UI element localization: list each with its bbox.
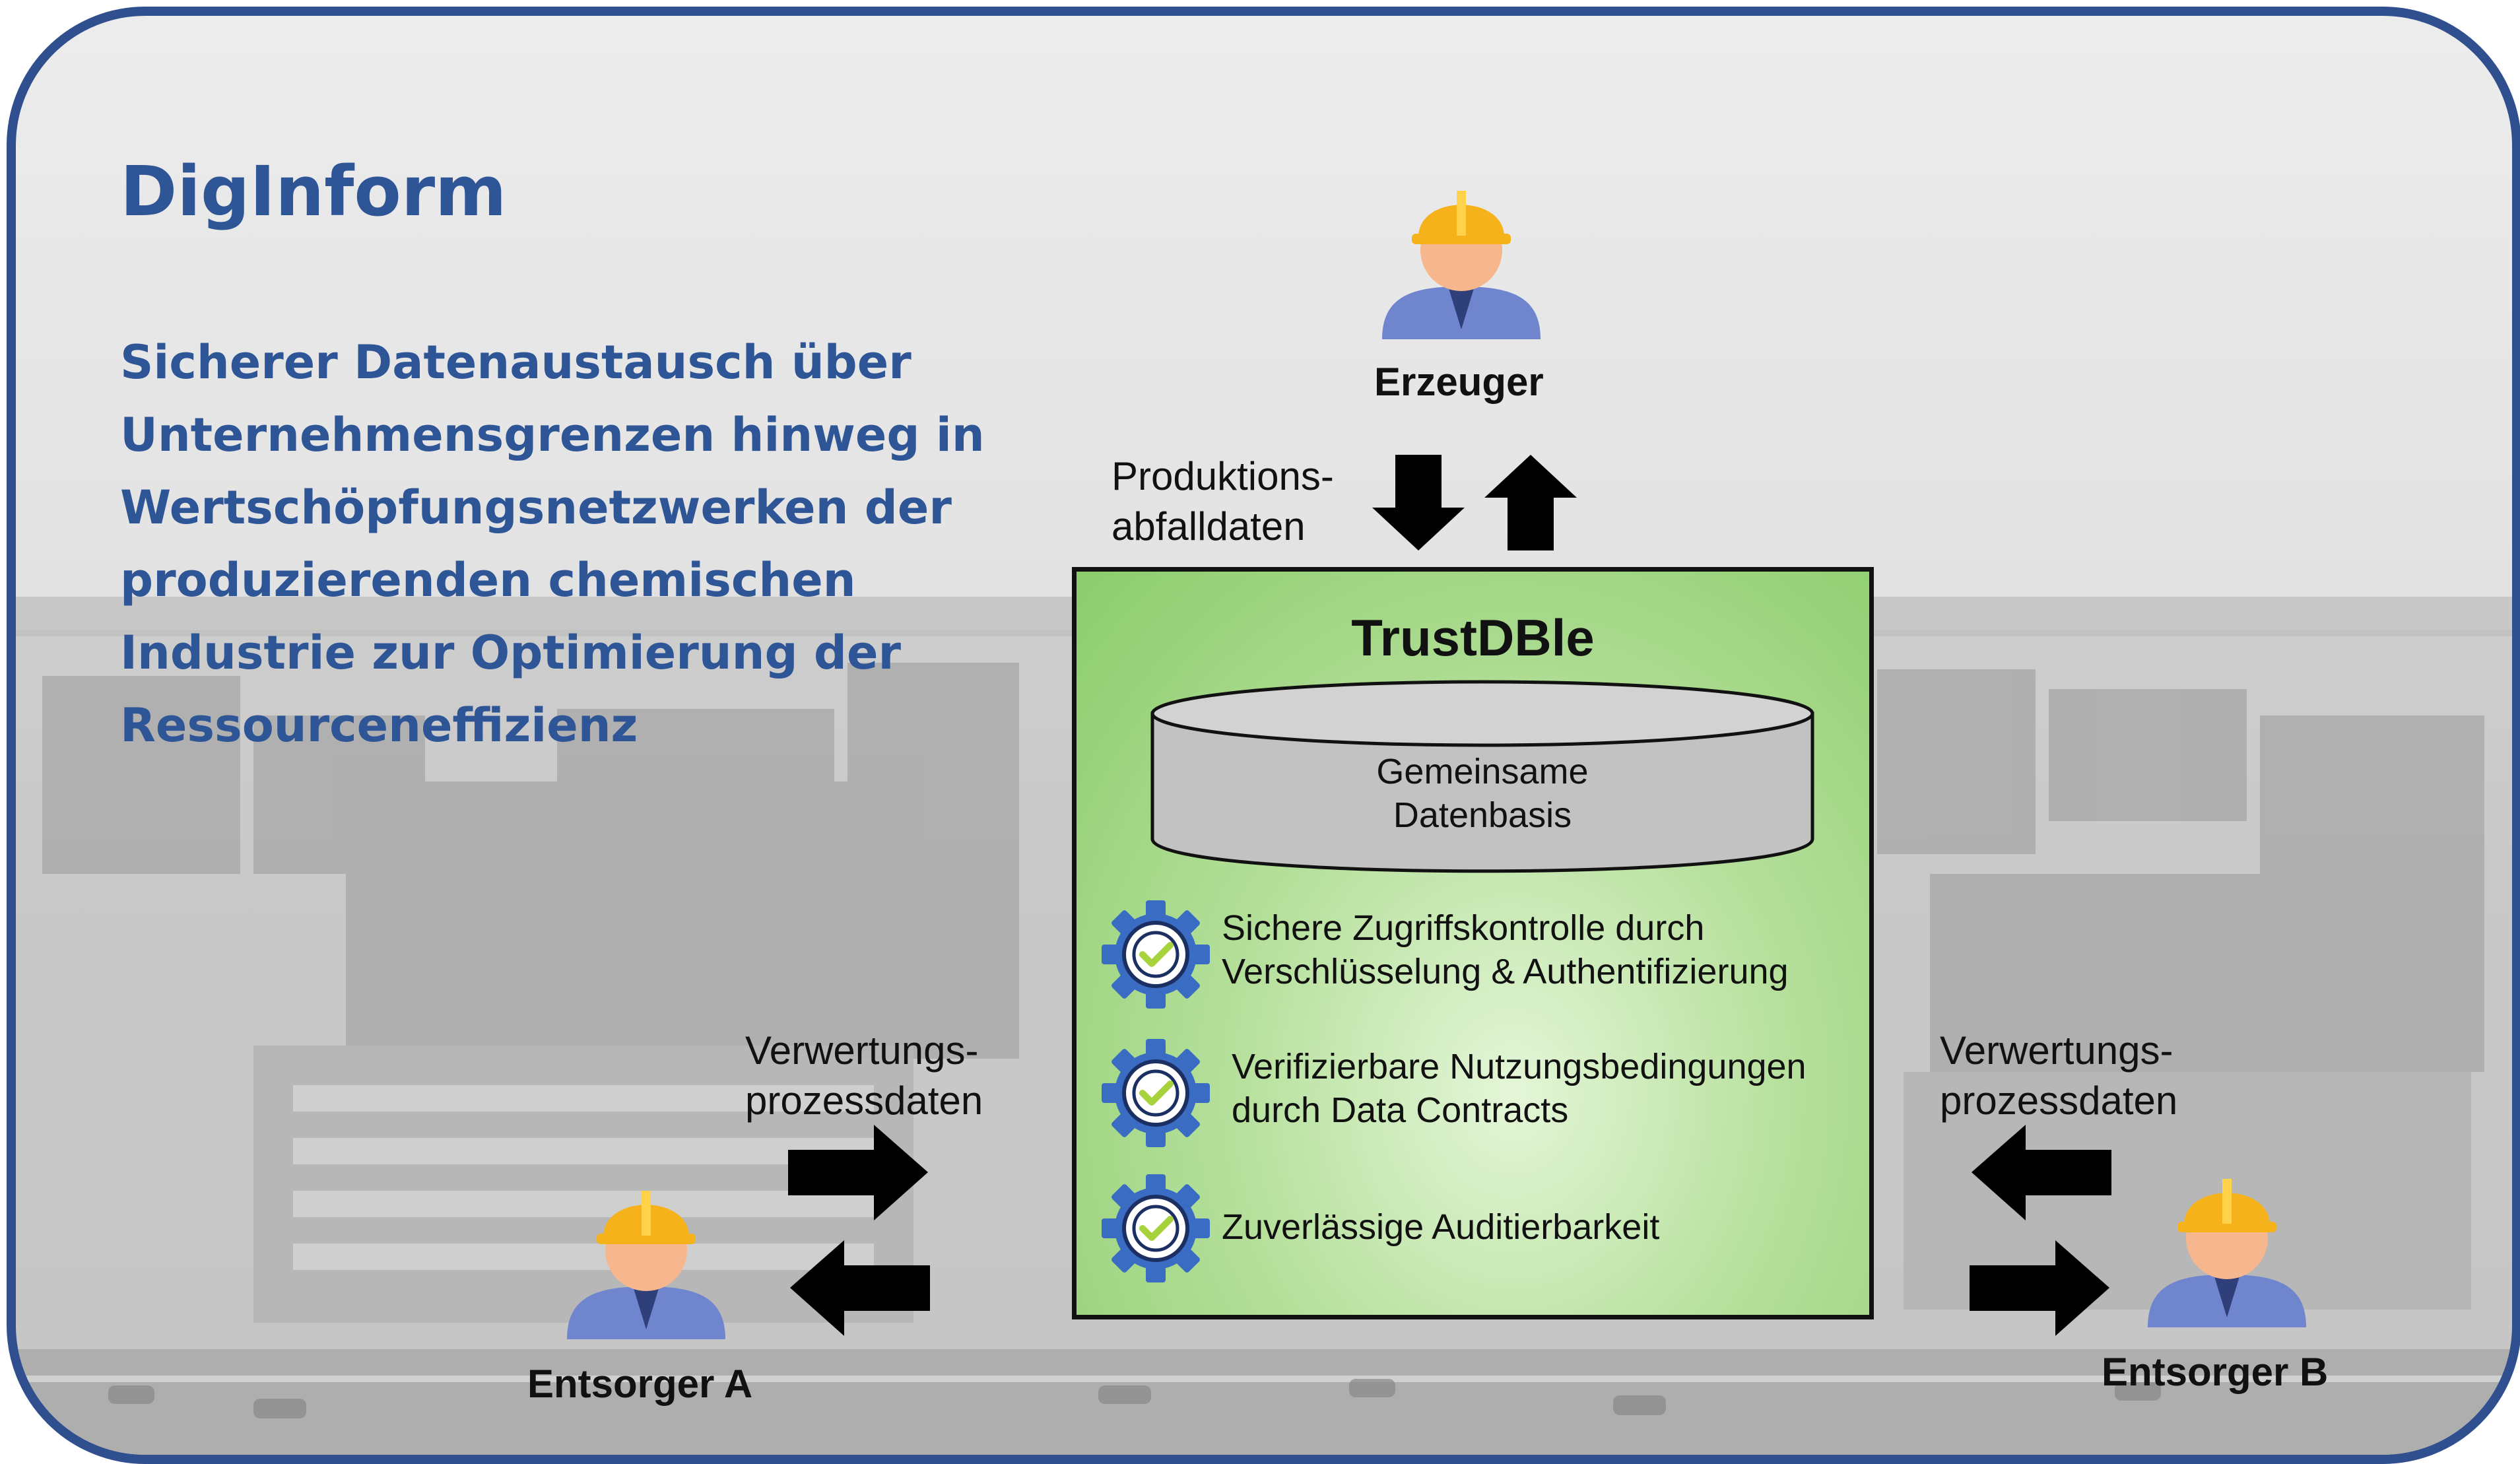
recycling-right-line2: prozessdaten (1940, 1079, 2178, 1123)
recycling-right-line1: Verwertungs- (1940, 1028, 2173, 1073)
subtitle-line: Industrie zur Optimierung der (120, 626, 902, 680)
feature-auditability: Zuverlässige Auditierbarkeit (1100, 1172, 1865, 1284)
subtitle-line: Wertschöpfungsnetzwerken der (120, 481, 952, 535)
feature-line1: Zuverlässige Auditierbarkeit (1222, 1207, 1660, 1247)
database-label-line1: Gemeinsame (1376, 752, 1589, 791)
disposer-a-worker-icon (567, 1191, 725, 1339)
diagram-frame: DigInform Sicherer Datenaustausch über U… (7, 7, 2520, 1464)
trustdble-platform: TrustDBle Gemeinsame Datenbasis (1072, 567, 1874, 1319)
project-subtitle: Sicherer Datenaustausch über Unternehmen… (120, 326, 1044, 762)
producer-label: Erzeuger (1374, 360, 1544, 404)
arrow-left-icon (1972, 1125, 2111, 1220)
feature-data-contracts: Verifizierbare Nutzungsbedingungen durch… (1100, 1037, 1865, 1149)
gear-check-icon (1102, 1174, 1210, 1282)
arrow-right-icon (788, 1125, 928, 1220)
disposer-a-label: Entsorger A (527, 1362, 753, 1406)
feature-line1: Verifizierbare Nutzungsbedingungen (1232, 1047, 1807, 1086)
subtitle-line: Unternehmensgrenzen hinweg in (120, 408, 985, 462)
database-label: Gemeinsame Datenbasis (1149, 750, 1816, 837)
production-data-line1: Produktions- (1111, 454, 1334, 498)
platform-title: TrustDBle (1351, 609, 1595, 667)
subtitle-line: Ressourceneffizienz (120, 698, 638, 752)
recycling-data-label-left: Verwertungs- prozessdaten (745, 1026, 983, 1126)
database-cylinder-icon (1150, 680, 1814, 873)
gear-check-icon (1102, 900, 1210, 1009)
recycling-data-label-right: Verwertungs- prozessdaten (1940, 1026, 2177, 1126)
feature-line2: durch Data Contracts (1232, 1090, 1569, 1130)
arrow-down-icon (1372, 455, 1465, 550)
disposer-b-worker-icon (2148, 1179, 2306, 1327)
feature-access-control: Sichere Zugriffskontrolle durch Verschlü… (1100, 898, 1865, 1011)
producer-worker-icon (1382, 191, 1541, 339)
arrow-left-icon (790, 1240, 930, 1336)
arrow-right-icon (1970, 1240, 2109, 1336)
feature-line1: Sichere Zugriffskontrolle durch (1222, 908, 1705, 948)
disposer-b-label: Entsorger B (2102, 1350, 2329, 1394)
feature-text: Zuverlässige Auditierbarkeit (1222, 1205, 1659, 1249)
database-label-line2: Datenbasis (1393, 795, 1572, 835)
production-data-label: Produktions- abfalldaten (1111, 451, 1334, 552)
production-data-line2: abfalldaten (1111, 504, 1306, 549)
arrow-up-icon (1484, 455, 1577, 550)
recycling-left-line2: prozessdaten (745, 1079, 983, 1123)
gear-check-icon (1102, 1039, 1210, 1147)
recycling-left-line1: Verwertungs- (745, 1028, 979, 1073)
subtitle-line: Sicherer Datenaustausch über (120, 335, 912, 389)
feature-line2: Verschlüsselung & Authentifizierung (1222, 952, 1789, 991)
feature-text: Sichere Zugriffskontrolle durch Verschlü… (1222, 906, 1789, 993)
subtitle-line: produzierenden chemischen (120, 553, 856, 607)
project-title: DigInform (120, 151, 507, 232)
feature-text: Verifizierbare Nutzungsbedingungen durch… (1232, 1045, 1807, 1132)
